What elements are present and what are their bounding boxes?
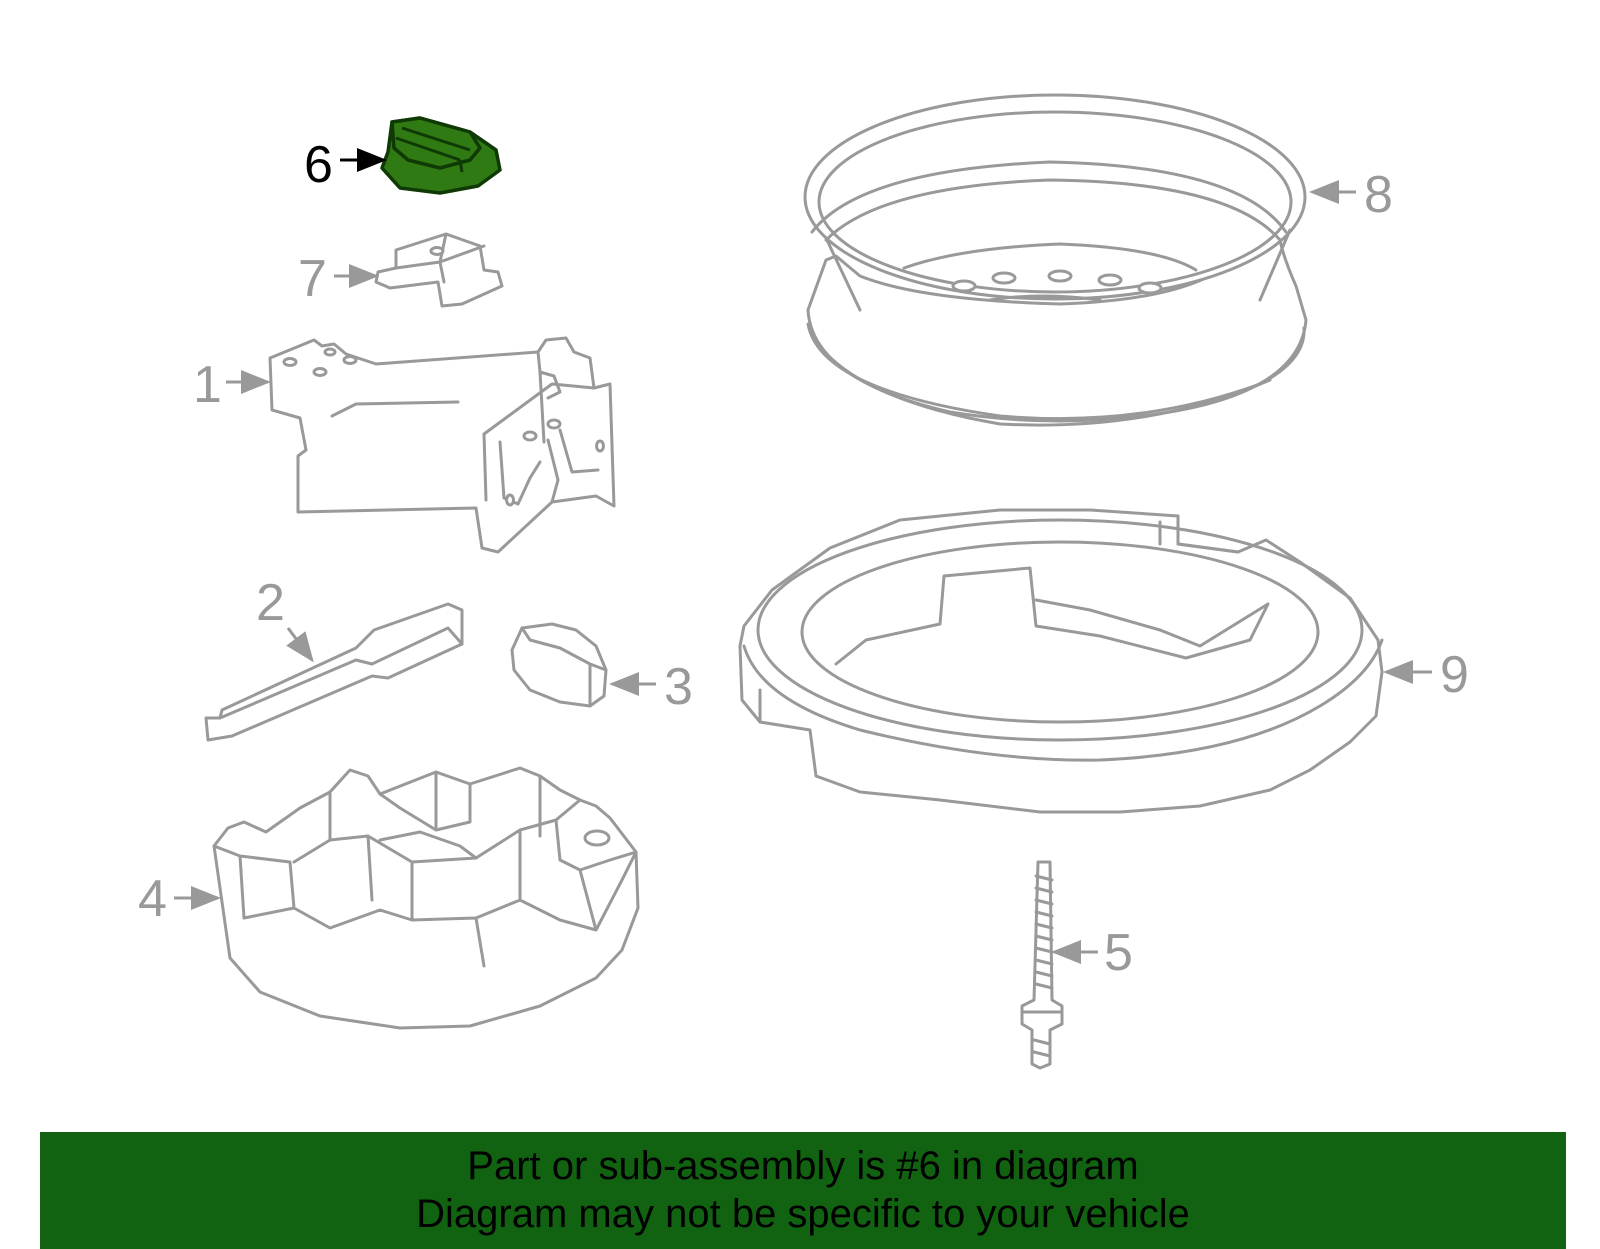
svg-text:1: 1 [193,356,222,414]
callout-6: 6 [304,136,387,194]
callout-4: 4 [138,870,221,928]
part-9-wheel-insert[interactable] [738,508,1384,814]
part-8-wheel[interactable] [803,93,1308,427]
svg-text:5: 5 [1104,924,1133,982]
callout-5: 5 [1051,924,1133,982]
part-3-block[interactable] [510,622,608,708]
svg-text:6: 6 [304,136,333,194]
svg-text:9: 9 [1440,646,1469,704]
svg-text:4: 4 [138,870,167,928]
svg-text:3: 3 [664,658,693,716]
svg-text:7: 7 [298,250,327,308]
banner-line-1: Part or sub-assembly is #6 in diagram [467,1144,1139,1188]
callout-2: 2 [256,574,314,663]
svg-text:8: 8 [1364,166,1393,224]
part-4-tool-tray[interactable] [212,766,640,1030]
callout-3: 3 [609,658,693,716]
part-2-handle[interactable] [204,602,464,742]
callout-9: 9 [1383,646,1469,704]
callout-1: 1 [193,356,271,414]
svg-text:2: 2 [256,574,285,632]
part-6-cap[interactable] [380,116,502,195]
callout-8: 8 [1309,166,1393,224]
part-5-stud-bolt[interactable] [1020,860,1064,1070]
callout-7: 7 [298,250,379,308]
part-1-jack[interactable] [268,336,616,554]
banner-line-2: Diagram may not be specific to your vehi… [416,1192,1190,1236]
info-banner: Part or sub-assembly is #6 in diagram Di… [40,1132,1566,1249]
part-7-bracket[interactable] [374,232,504,308]
